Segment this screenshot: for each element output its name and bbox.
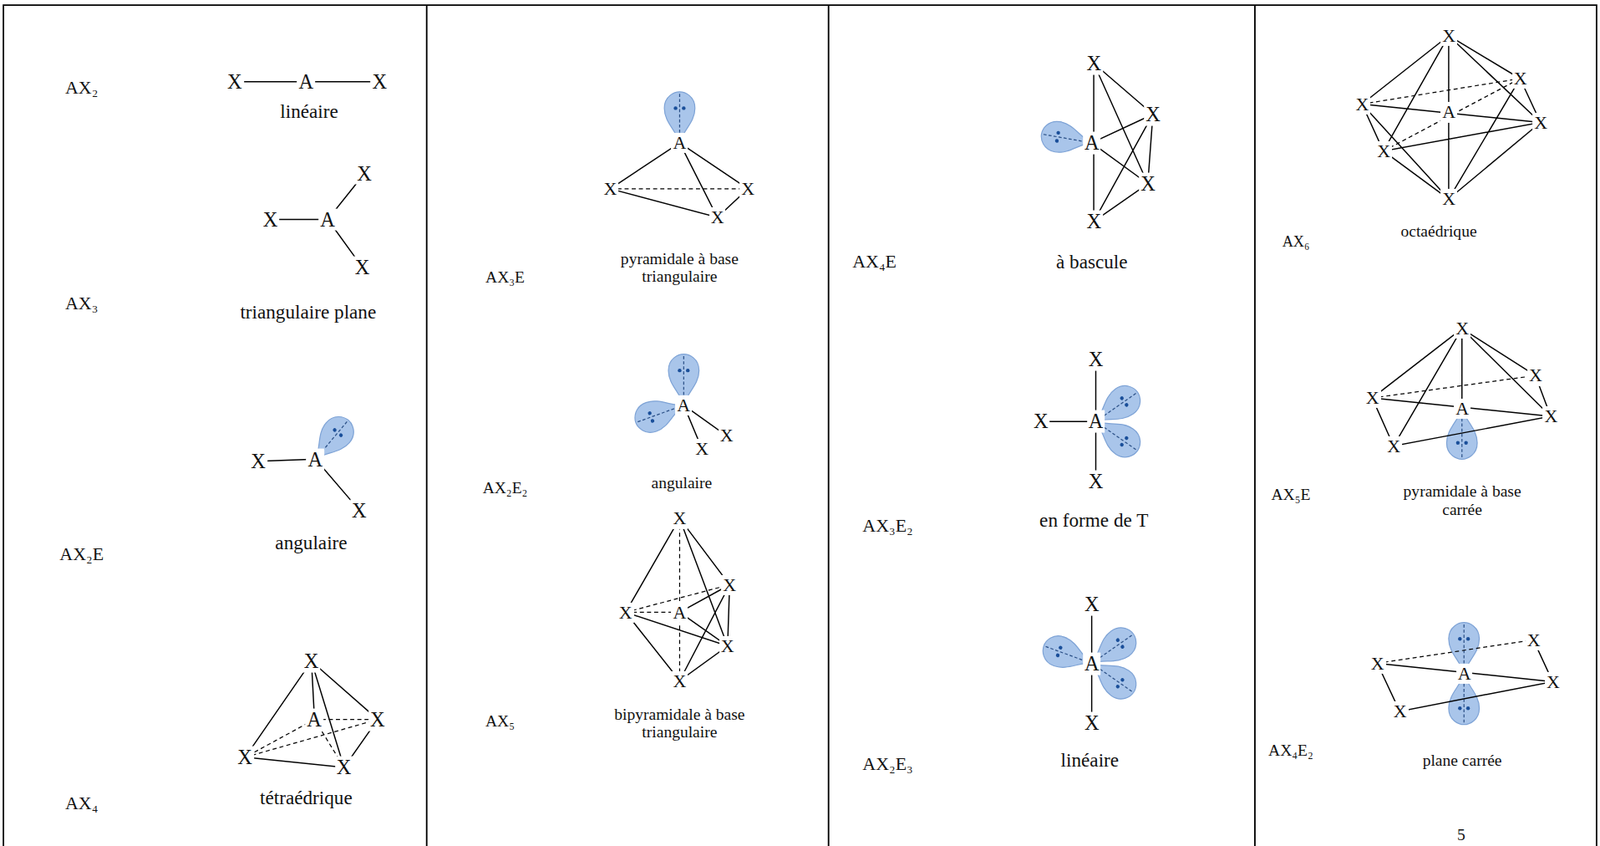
formula-label: AX₅E — [1269, 486, 1312, 505]
atom-label: X — [1532, 111, 1550, 133]
atom-label: X — [248, 450, 268, 473]
formula-label: AX₂ — [63, 77, 100, 98]
atom-label: X — [235, 746, 254, 769]
atom-label: X — [1375, 141, 1392, 162]
atom-label: X — [1031, 410, 1051, 433]
atom-label: X — [353, 256, 372, 280]
atom-label: X — [601, 178, 619, 199]
atom-label: X — [719, 635, 737, 656]
atom-label: A — [1082, 651, 1102, 675]
formula-label: AX₃ — [63, 293, 100, 314]
atom-label: A — [670, 132, 688, 153]
atom-label: X — [718, 425, 736, 446]
atom-label: X — [1512, 68, 1529, 89]
atom-label: X — [1527, 365, 1545, 386]
geometry-name: en forme de T — [1037, 509, 1150, 532]
atom-label: X — [1542, 406, 1560, 427]
page-number: 5 — [1455, 825, 1468, 844]
atom-label: A — [304, 708, 324, 732]
atom-label: X — [1086, 470, 1106, 493]
atom-label: X — [1440, 25, 1458, 46]
geometry-name: plane carrée — [1421, 751, 1504, 770]
formula-label: AX₂E — [57, 543, 106, 564]
geometry-name: triangulaire plane — [236, 301, 380, 324]
atom-label: A — [675, 395, 692, 416]
atom-label: X — [1440, 188, 1458, 209]
geometry-name: pyramidale à base carrée — [1399, 482, 1526, 519]
formula-label: AX₂E₃ — [860, 752, 915, 773]
formula-label: AX₆ — [1280, 233, 1312, 250]
atom-label: X — [368, 708, 387, 732]
atom-label: X — [335, 756, 354, 779]
atom-label: A — [1440, 101, 1458, 122]
atom-label: X — [355, 162, 374, 185]
formula-label: AX₅ — [483, 712, 517, 732]
atom-label: A — [1456, 663, 1474, 684]
atom-label: X — [1364, 387, 1382, 408]
atom-label: X — [1084, 210, 1103, 234]
atom-label: X — [617, 602, 635, 623]
atom-label: A — [670, 602, 688, 623]
atom-label: X — [225, 70, 244, 93]
atom-label: A — [1086, 410, 1106, 433]
geometry-name: linéaire — [278, 101, 341, 124]
atom-label: X — [350, 498, 369, 522]
formula-label: AX₃E₂ — [860, 515, 915, 536]
atom-label: A — [306, 447, 326, 471]
atom-label: A — [1453, 397, 1471, 418]
atom-label: X — [1544, 671, 1562, 692]
formula-label: AX₂E₂ — [481, 478, 530, 498]
atom-label: X — [1453, 318, 1471, 339]
atom-label: X — [1391, 700, 1409, 722]
geometry-name: angulaire — [649, 473, 714, 493]
geometry-name: bipyramidale à base triangulaire — [591, 704, 769, 741]
atom-label: X — [1353, 93, 1371, 114]
atom-label: X — [1525, 629, 1543, 651]
atom-label: X — [370, 70, 389, 93]
atom-label: X — [670, 670, 688, 691]
atom-label: X — [1082, 593, 1102, 616]
atom-label: X — [261, 208, 280, 231]
table-border — [3, 5, 1597, 846]
atom-label: X — [1143, 102, 1163, 126]
formula-label: AX₄ — [63, 792, 100, 813]
atom-label: X — [1385, 436, 1402, 457]
geometry-name: à bascule — [1054, 251, 1130, 274]
atom-label: X — [1086, 347, 1106, 371]
atom-label: A — [297, 70, 316, 93]
hidden-bonds — [244, 78, 1535, 767]
atom-label: X — [1082, 711, 1102, 734]
lone-pairs — [304, 91, 1480, 725]
atom-label: X — [709, 207, 727, 228]
atom-label: X — [1138, 172, 1158, 195]
geometry-name: pyramidale à base triangulaire — [591, 248, 769, 285]
atom-label: A — [1082, 132, 1102, 155]
formula-label: AX₃E — [483, 268, 527, 287]
atom-label: A — [318, 208, 337, 231]
geometry-name: octaédrique — [1398, 222, 1479, 241]
atom-label: X — [670, 507, 688, 529]
atom-label: X — [739, 178, 757, 199]
atom-label: X — [693, 438, 711, 459]
atom-label: X — [302, 650, 321, 673]
geometry-name: angulaire — [273, 532, 349, 554]
formula-label: AX₄E₂ — [1266, 741, 1316, 760]
atom-label: X — [1084, 51, 1103, 75]
bonds — [234, 35, 1553, 767]
geometry-name: tétraédrique — [258, 787, 355, 809]
atom-label: X — [721, 574, 738, 595]
formula-label: AX₄E — [850, 251, 899, 272]
atom-label: X — [1369, 653, 1387, 674]
geometry-name: linéaire — [1059, 749, 1122, 772]
